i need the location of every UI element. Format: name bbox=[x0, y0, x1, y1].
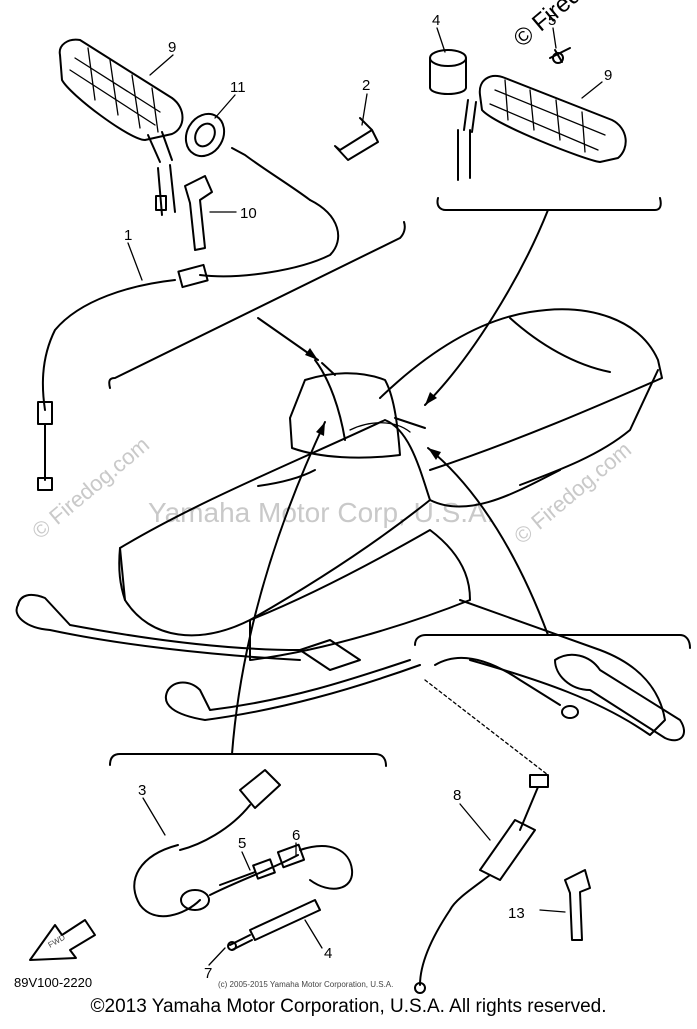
label-2: 2 bbox=[362, 77, 370, 94]
grip-left bbox=[58, 38, 184, 216]
fwd-arrow-icon: FWD bbox=[29, 919, 96, 961]
part-13-clip bbox=[539, 869, 591, 941]
snowmobile-illustration bbox=[15, 308, 666, 736]
part-5-bottom-connector bbox=[219, 858, 276, 886]
label-9-left: 9 bbox=[168, 39, 176, 56]
brake-lever bbox=[424, 653, 685, 776]
label-8: 8 bbox=[453, 787, 461, 804]
watermark-left: © Firedog.com bbox=[27, 432, 154, 544]
label-13: 13 bbox=[508, 905, 525, 922]
label-3: 3 bbox=[138, 782, 146, 799]
part-7-terminal bbox=[227, 934, 253, 951]
grip-right bbox=[457, 75, 627, 181]
label-leaders bbox=[127, 27, 603, 966]
diagram-code: 89V100-2220 bbox=[14, 975, 92, 990]
part-4-bottom-tube bbox=[249, 899, 321, 941]
part-3-switch-cable bbox=[133, 769, 281, 918]
part-2-hook bbox=[334, 117, 379, 161]
small-copyright: (c) 2005-2015 Yamaha Motor Corporation, … bbox=[218, 980, 393, 989]
label-5-bottom: 5 bbox=[238, 835, 246, 852]
watermark-center: Yamaha Motor Corp, U.S.A. bbox=[148, 497, 495, 528]
part-11-ring bbox=[184, 112, 226, 158]
watermark-right: © Firedog.com bbox=[509, 437, 636, 549]
footer-copyright: ©2013 Yamaha Motor Corporation, U.S.A. A… bbox=[90, 996, 607, 1017]
label-4-bottom: 4 bbox=[324, 945, 332, 962]
part-1-cable bbox=[37, 147, 340, 491]
part-5-top-screw bbox=[549, 47, 571, 64]
leader-lines bbox=[108, 197, 691, 767]
label-5-top: 5 bbox=[548, 12, 556, 29]
label-10: 10 bbox=[240, 205, 257, 222]
label-6: 6 bbox=[292, 827, 300, 844]
part-10-clip bbox=[184, 175, 213, 251]
part-6-cable bbox=[209, 843, 354, 896]
label-11: 11 bbox=[230, 79, 246, 96]
label-1: 1 bbox=[124, 227, 132, 244]
part-8-brake-cable bbox=[414, 774, 549, 994]
label-9-right: 9 bbox=[604, 67, 612, 84]
fwd-label: FWD bbox=[47, 933, 67, 950]
label-4-top: 4 bbox=[432, 12, 440, 29]
watermark-corner: © Firedog.com bbox=[509, 0, 647, 53]
label-7: 7 bbox=[204, 965, 212, 982]
part-number-labels: 9 11 2 10 1 4 5 9 3 6 5 4 7 8 13 bbox=[124, 12, 612, 982]
part-4-top-cap bbox=[429, 49, 467, 95]
